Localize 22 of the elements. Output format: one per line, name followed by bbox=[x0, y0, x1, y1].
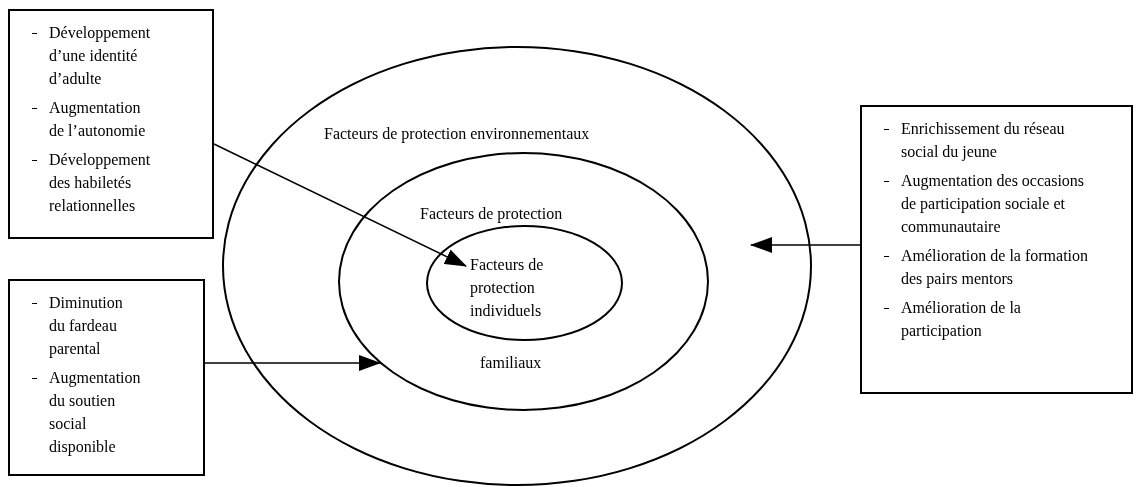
list-item: Augmentation de l’autonomie bbox=[49, 99, 146, 139]
ellipse bbox=[426, 225, 623, 341]
ellipse-label: familiaux bbox=[480, 353, 543, 373]
list-item: Diminution du fardeau parental bbox=[49, 294, 123, 357]
list-item: Enrichissement du réseau social du jeune bbox=[901, 120, 1065, 160]
list-item: Développement des habiletés relationnelles bbox=[49, 151, 151, 214]
arrow bbox=[204, 355, 381, 371]
ellipse bbox=[338, 152, 709, 411]
list-item: Développement d’une identité d’adulte bbox=[49, 24, 151, 87]
ellipse-label: Facteurs de protection environnementaux bbox=[324, 124, 591, 145]
ellipse-label: Facteurs de protection bbox=[420, 204, 564, 225]
arrow bbox=[750, 237, 861, 253]
ellipse-label: Facteurs de protection individuels bbox=[470, 255, 545, 321]
ellipse bbox=[222, 46, 812, 486]
text-box bbox=[860, 105, 1133, 394]
list-item: Augmentation des occasions de participation sociale et communautaire bbox=[901, 172, 1085, 235]
list-item: Amélioration de la formation des pairs mentors bbox=[901, 247, 1089, 287]
arrow bbox=[213, 143, 467, 267]
list-item: Amélioration de la participation bbox=[901, 299, 1021, 339]
list-item: Augmentation du soutien social disponible bbox=[49, 369, 141, 455]
text-box bbox=[8, 9, 214, 239]
text-box bbox=[8, 279, 205, 476]
